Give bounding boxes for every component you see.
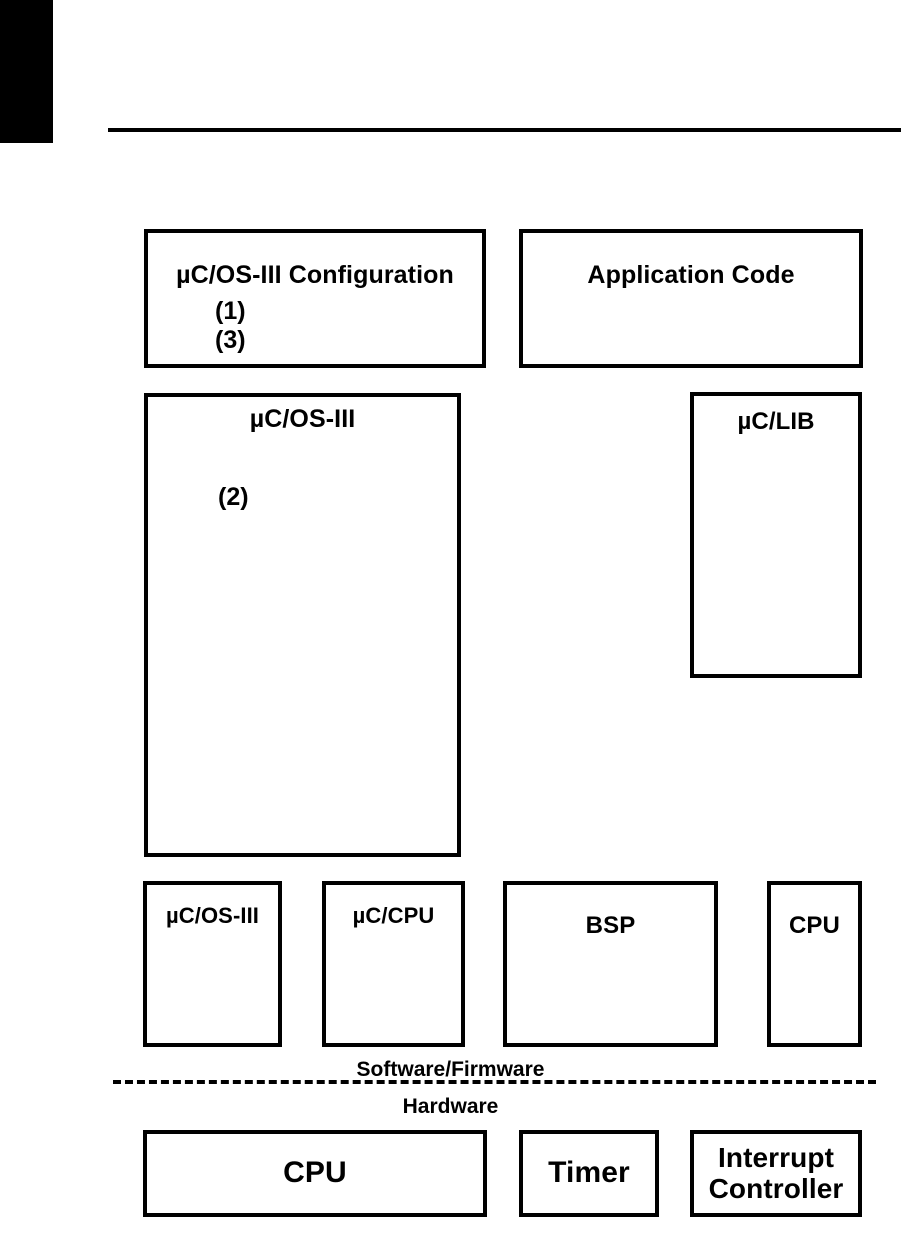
box-title-application-code: Application Code bbox=[587, 261, 795, 289]
box-title-cpu-hardware: CPU bbox=[283, 1156, 347, 1189]
note-config-1: (1) bbox=[215, 297, 246, 325]
box-cpu-port[interactable]: CPU bbox=[767, 881, 862, 1047]
box-timer[interactable]: Timer bbox=[519, 1130, 659, 1217]
box-title-uc-os-iii-configuration: µC/OS-III Configuration bbox=[176, 261, 454, 289]
software-hardware-divider bbox=[113, 1080, 876, 1084]
box-title-uc-lib: µC/LIB bbox=[737, 408, 815, 435]
label-hardware: Hardware bbox=[402, 1095, 499, 1118]
box-title-uc-os-iii-core: µC/OS-III bbox=[249, 405, 356, 433]
box-application-code[interactable]: Application Code bbox=[519, 229, 863, 368]
box-uc-cpu[interactable]: µC/CPU bbox=[322, 881, 465, 1047]
box-title-uc-cpu: µC/CPU bbox=[352, 903, 435, 928]
box-uc-os-iii-core[interactable]: µC/OS-III (2) bbox=[144, 393, 461, 857]
box-uc-os-iii-configuration[interactable]: µC/OS-III Configuration (1) (3) bbox=[144, 229, 486, 368]
box-interrupt-controller[interactable]: Interrupt Controller bbox=[690, 1130, 862, 1217]
box-title-interrupt-controller: Interrupt Controller bbox=[708, 1142, 844, 1205]
note-config-3: (3) bbox=[215, 326, 246, 354]
box-uc-lib[interactable]: µC/LIB bbox=[690, 392, 862, 678]
box-title-bsp: BSP bbox=[585, 912, 636, 939]
box-cpu-hardware[interactable]: CPU bbox=[143, 1130, 487, 1217]
note-core-2: (2) bbox=[218, 483, 249, 511]
label-software-firmware: Software/Firmware bbox=[356, 1058, 545, 1081]
box-bsp[interactable]: BSP bbox=[503, 881, 718, 1047]
box-uc-os-iii-port[interactable]: µC/OS-III bbox=[143, 881, 282, 1047]
box-title-cpu-port: CPU bbox=[789, 912, 840, 939]
chapter-edge-tab bbox=[0, 0, 53, 143]
box-title-timer: Timer bbox=[548, 1156, 630, 1189]
box-title-uc-os-iii-port: µC/OS-III bbox=[165, 903, 260, 928]
header-divider-rule bbox=[108, 128, 901, 132]
